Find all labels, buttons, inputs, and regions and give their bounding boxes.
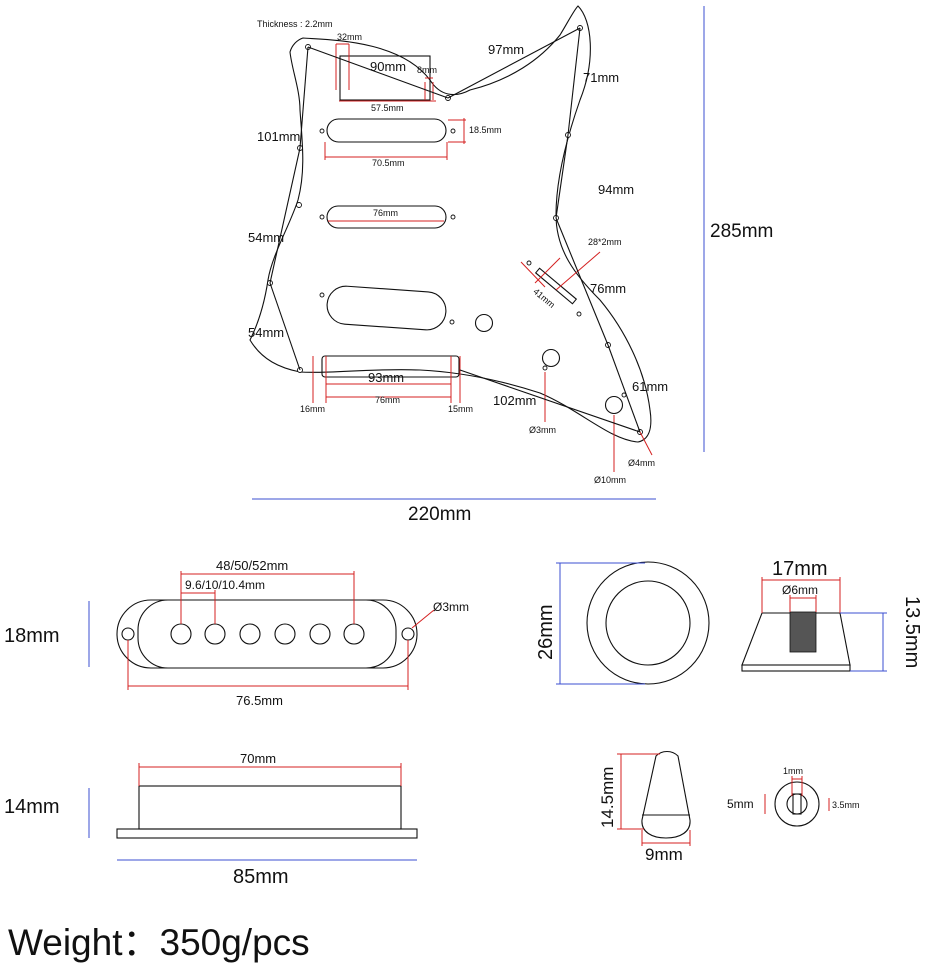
switch-tip-width-label: 9mm bbox=[645, 845, 683, 864]
pole-piece bbox=[343, 623, 365, 645]
weight-label: Weight：350g/pcs bbox=[8, 922, 310, 963]
mounting-hole bbox=[121, 627, 135, 641]
control-hole bbox=[474, 313, 494, 333]
switch-slot bbox=[534, 267, 578, 305]
pickguard-drawing: Thickness : 2.2mm 32mm 90mm 8mm 97mm 71m… bbox=[248, 5, 773, 525]
switch-tip-slot bbox=[792, 793, 802, 815]
screw-hole bbox=[526, 260, 532, 266]
side-height-label: 14mm bbox=[4, 796, 60, 818]
dim-label: Ø3mm bbox=[529, 425, 556, 435]
dim-label: Ø4mm bbox=[628, 458, 655, 468]
screw-hole bbox=[319, 292, 325, 298]
dim-label: 76mm bbox=[375, 395, 400, 405]
dim-label: 97mm bbox=[488, 42, 524, 57]
screw-hole bbox=[319, 214, 325, 220]
height-label: 285mm bbox=[710, 221, 773, 242]
knob-side-base bbox=[741, 664, 851, 672]
pickup-side-view: 70mm 14mm 85mm bbox=[4, 751, 418, 888]
knob-height-label: 13.5mm bbox=[901, 596, 923, 668]
dim-label: 102mm bbox=[493, 393, 536, 408]
dim-label: 93mm bbox=[368, 370, 404, 385]
screw-hole bbox=[576, 311, 582, 317]
pole-piece bbox=[274, 623, 296, 645]
dim-label: 71mm bbox=[583, 70, 619, 85]
dim-label: 54mm bbox=[248, 230, 284, 245]
knob-diameter-label: 26mm bbox=[535, 604, 557, 660]
screw-hole bbox=[319, 128, 325, 134]
hole-diameter-label: Ø3mm bbox=[433, 600, 469, 614]
dim-label: 18.5mm bbox=[469, 125, 502, 135]
pickup-cutout-bottom bbox=[321, 355, 460, 378]
control-hole bbox=[604, 395, 624, 415]
switch-inner-label: 3.5mm bbox=[832, 800, 860, 810]
pickup-length-label: 76.5mm bbox=[236, 693, 283, 708]
screw-hole bbox=[296, 202, 302, 208]
screw-hole bbox=[450, 128, 456, 134]
screw-hole bbox=[449, 319, 455, 325]
knob-side-view: 17mm Ø6mm 13.5mm bbox=[741, 558, 923, 672]
knob-inner-circle bbox=[605, 580, 691, 666]
dim-label: 70.5mm bbox=[372, 158, 405, 168]
dim-label: 101mm bbox=[257, 129, 300, 144]
pickguard-dimension-lines bbox=[312, 43, 653, 472]
pole-spacing-label: 48/50/52mm bbox=[216, 558, 288, 573]
dim-label: 57.5mm bbox=[371, 103, 404, 113]
pole-piece bbox=[170, 623, 192, 645]
pole-piece bbox=[239, 623, 261, 645]
control-hole bbox=[541, 348, 561, 368]
dim-label: 41mm bbox=[531, 286, 557, 310]
pickup-cutout-neck bbox=[326, 118, 447, 143]
pickup-height-label: 18mm bbox=[4, 625, 60, 647]
switch-tip-outer-ring bbox=[774, 781, 820, 827]
screw-hole bbox=[450, 214, 456, 220]
switch-tip-height-label: 14.5mm bbox=[598, 767, 617, 828]
switch-tip-side-view: 14.5mm 9mm bbox=[598, 750, 691, 864]
pickup-body bbox=[137, 599, 397, 669]
switch-tip-outline bbox=[641, 750, 691, 839]
dim-label: 32mm bbox=[337, 32, 362, 42]
knob-top-view: 26mm bbox=[535, 561, 710, 685]
pole-piece bbox=[204, 623, 226, 645]
mounting-hole bbox=[401, 627, 415, 641]
dim-label: 76mm bbox=[373, 208, 398, 218]
switch-outer-label: 5mm bbox=[727, 797, 754, 811]
dim-label: Ø10mm bbox=[594, 475, 626, 485]
pickup-base-plate bbox=[116, 599, 418, 669]
dim-label: 8mm bbox=[417, 65, 437, 75]
switch-slot-label: 1mm bbox=[783, 766, 803, 776]
pickup-side-body bbox=[138, 785, 402, 830]
dim-label: 54mm bbox=[248, 325, 284, 340]
pole-piece bbox=[309, 623, 331, 645]
width-label: 220mm bbox=[408, 504, 471, 525]
pole-diameter-label: 9.6/10/10.4mm bbox=[185, 578, 265, 592]
thickness-label: Thickness : 2.2mm bbox=[257, 19, 333, 29]
dim-label: 76mm bbox=[590, 281, 626, 296]
knob-shaft-hatch bbox=[789, 611, 817, 653]
switch-tip-top-view: 1mm 5mm 3.5mm bbox=[727, 766, 860, 827]
switch-tip-inner-ring bbox=[786, 793, 808, 815]
pickup-top-view: 48/50/52mm 9.6/10/10.4mm Ø3mm 18mm 76.5m… bbox=[4, 558, 469, 708]
dim-label: 28*2mm bbox=[588, 237, 622, 247]
dim-label: 15mm bbox=[448, 404, 473, 414]
dim-label: 90mm bbox=[370, 59, 406, 74]
side-top-length-label: 70mm bbox=[240, 751, 276, 766]
knob-shaft-label: Ø6mm bbox=[782, 583, 818, 597]
pickup-cutout-middle bbox=[326, 205, 447, 229]
pickguard-reference-lines bbox=[269, 27, 641, 433]
pickup-cutout-bridge bbox=[326, 285, 447, 331]
screw-hole bbox=[542, 365, 548, 371]
knob-outer-circle bbox=[586, 561, 710, 685]
dim-label: 16mm bbox=[300, 404, 325, 414]
dim-label: 94mm bbox=[598, 182, 634, 197]
pickup-side-base bbox=[116, 828, 418, 839]
side-base-length-label: 85mm bbox=[233, 866, 289, 888]
knob-top-width-label: 17mm bbox=[772, 558, 828, 580]
dim-label: 61mm bbox=[632, 379, 668, 394]
